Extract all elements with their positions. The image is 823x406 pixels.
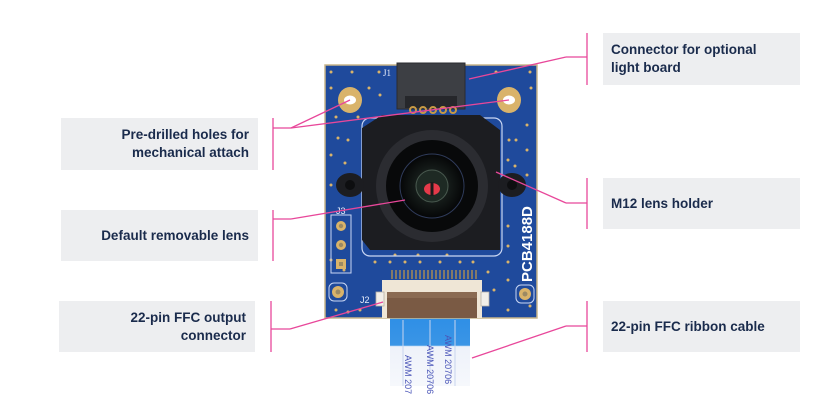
callout-ffc-output-connector: 22-pin FFC output connector [59,301,255,352]
callout-text-line: Connector for optional [611,42,757,57]
callout-pre-drilled-holes: Pre-drilled holes for mechanical attach [61,118,258,170]
ribbon-print-1: AWM 20706 [443,335,453,384]
callout-light-board-connector: Connector for optional light board [603,33,800,85]
pcb-board: J1 J3 [324,62,538,319]
j2-ffc-connector [375,270,490,318]
callout-text-line: Default removable lens [101,227,249,243]
callout-text-line: connector [180,327,246,343]
leader-light-connector [468,33,588,85]
callout-default-lens: Default removable lens [61,210,258,261]
leader-output-connector [270,301,384,352]
j1-light-connector [396,62,466,114]
callout-text-line: Pre-drilled holes for [121,127,249,142]
callout-text-line: mechanical attach [131,145,249,160]
ground-pad-left [328,282,348,302]
leader-holes [272,99,510,170]
silkscreen-j2: J2 [360,295,370,305]
callout-ffc-ribbon-cable: 22-pin FFC ribbon cable [603,301,800,352]
leader-lens [272,199,406,261]
pcb-vias [329,70,533,314]
leader-lens-holder [495,171,588,229]
removable-lens [376,130,488,242]
ribbon-print-3: AWM 207 [403,355,413,394]
callout-text-line: 22-pin FFC output [130,309,246,325]
callout-m12-lens-holder: M12 lens holder [603,178,800,229]
ground-pad-right [515,284,535,304]
ribbon-print-2: AWM 20706 [425,345,435,394]
ffc-ribbon-cable: AWM 20706 AWM 20706 AWM 207 [390,318,470,394]
j3-header [330,214,352,274]
callout-text-line: 22-pin FFC ribbon cable [611,318,765,334]
callout-text-line: M12 lens holder [611,195,714,211]
callout-text-line: light board [611,60,681,75]
leader-ribbon-cable [471,301,588,359]
silkscreen-j1: J1 [383,68,391,78]
silkscreen-part-number: PCB4188D [519,206,536,282]
